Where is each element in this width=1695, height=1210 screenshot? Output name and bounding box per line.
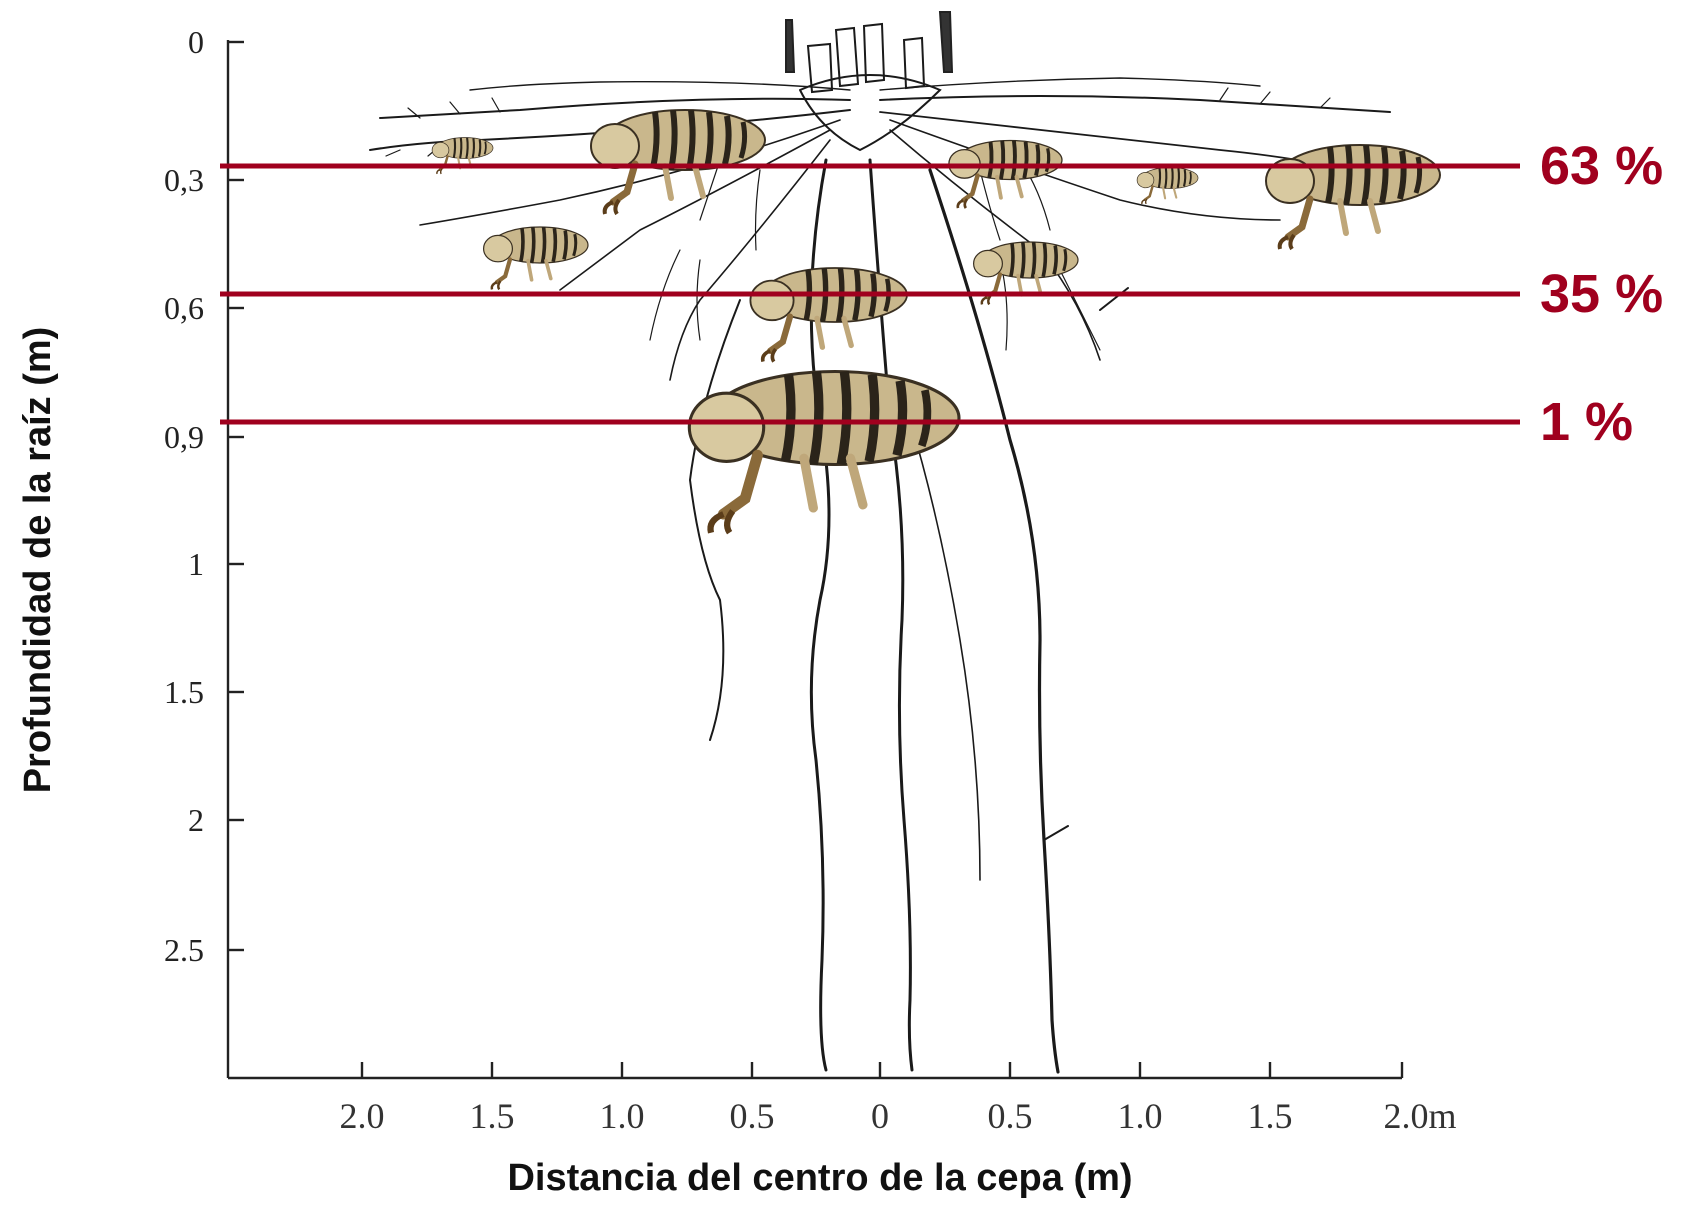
y-axis-label: Profundidad de la raíz (m) [17,327,59,794]
x-axis-label: Distancia del centro de la cepa (m) [507,1157,1132,1199]
y-tick-label: 1.5 [164,674,204,710]
y-tick-label: 2.5 [164,932,204,968]
x-tick-label: 0.5 [730,1096,775,1136]
y-tick-label: 1 [188,546,204,582]
insect-4 [1135,166,1200,206]
depth-band-lines: 63 % 35 % 1 % [220,136,1663,452]
y-tick-label: 0,3 [164,162,204,198]
x-tick-label: 0 [871,1096,889,1136]
y-tick-label: 0,9 [164,419,204,455]
y-tick-label: 0 [188,24,204,60]
insect-1 [591,110,765,214]
insect-5 [1266,145,1440,249]
x-tick-label: 2.0m [1383,1096,1456,1136]
x-tick-label: 0.5 [988,1096,1033,1136]
depth-band-percent-label: 35 % [1540,264,1663,324]
x-tick-label: 1.0 [600,1096,645,1136]
axes [226,40,1402,1080]
y-tick-label: 2 [188,802,204,838]
x-tick-label: 1.5 [1248,1096,1293,1136]
y-tick-label: 0,6 [164,290,204,326]
y-axis-ticks: 0 0,3 0,6 0,9 1 1.5 2 2.5 [164,24,244,968]
depth-band-percent-label: 63 % [1540,136,1663,196]
depth-band-percent-label: 1 % [1540,392,1633,452]
x-tick-label: 1.5 [470,1096,515,1136]
x-axis-ticks: 2.0 1.5 1.0 0.5 0 0.5 1.0 1.5 2.0m [340,1062,1457,1136]
x-tick-label: 2.0 [340,1096,385,1136]
insect-illustrations [430,110,1440,533]
insect-3 [949,141,1062,209]
insect-9 [689,372,959,533]
x-tick-label: 1.0 [1118,1096,1163,1136]
root-system-illustration [369,11,1391,1074]
